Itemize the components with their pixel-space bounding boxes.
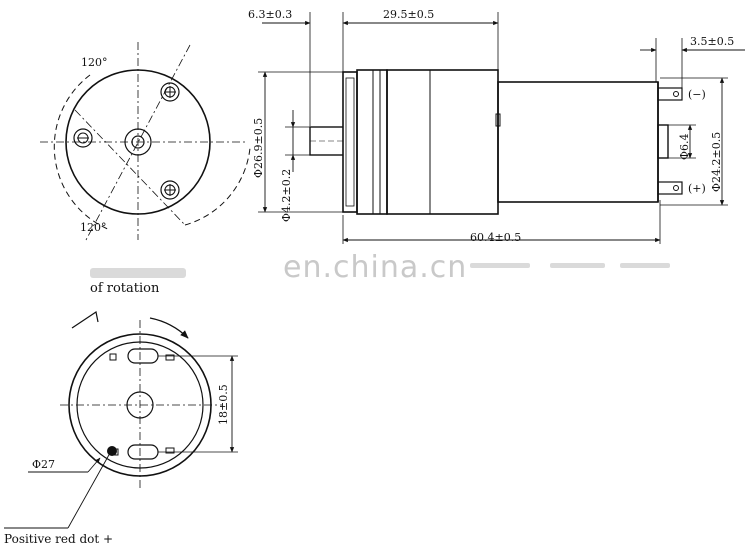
rotation-indicator-left [71, 311, 99, 329]
label-terminal-negative: (−) [688, 88, 706, 101]
pump-head [356, 69, 388, 215]
positive-red-dot [107, 446, 117, 456]
watermark: en.china.cn [283, 250, 467, 285]
terminal-positive [657, 181, 683, 195]
dim-shaft-length: 6.3±0.3 [248, 8, 292, 21]
side-view [258, 12, 745, 244]
terminal-slot-top [127, 348, 159, 364]
rotation-text: of rotation [90, 281, 160, 296]
dim-shaft-diameter: Φ4.2±0.2 [280, 169, 293, 222]
dim-outer-diameter: Φ27 [32, 458, 55, 471]
end-center-boss [126, 391, 154, 419]
pump-flange [342, 71, 358, 213]
dim-boss-diameter: Φ6.4 [678, 133, 691, 160]
hub-outer [124, 128, 152, 156]
centerline-diag2 [74, 109, 186, 226]
positive-dot-label: Positive red dot + [4, 532, 113, 546]
screw-top [160, 82, 180, 102]
rotation-arrow [149, 317, 189, 339]
dim-motor-diameter: Φ24.2±0.5 [710, 132, 723, 192]
blurred-note [90, 268, 186, 278]
screw-left [73, 128, 93, 148]
terminal-negative [657, 87, 683, 101]
screw-bottom [160, 180, 180, 200]
centerline-diag1 [85, 44, 191, 241]
motor-can [497, 81, 659, 203]
angle-arc-left [53, 74, 111, 231]
angle-arc-right [184, 147, 251, 226]
end-view [4, 311, 238, 529]
terminal-slot-bottom [127, 444, 159, 460]
dim-body-diameter: Φ26.9±0.5 [252, 118, 265, 178]
dim-terminal-offset: 3.5±0.5 [690, 35, 734, 48]
dim-body-length: 29.5±0.5 [383, 8, 434, 21]
hub-inner [131, 135, 145, 149]
dim-total-length: 60.4±0.5 [470, 231, 521, 244]
label-terminal-positive: (+) [688, 182, 706, 195]
angle-label-bottom: 120° [80, 221, 107, 234]
end-boss [657, 124, 669, 159]
dim-hole-spacing: 18±0.5 [217, 384, 230, 425]
motor-housing [386, 69, 499, 215]
angle-label-top: 120° [81, 56, 108, 69]
front-view [40, 42, 251, 241]
